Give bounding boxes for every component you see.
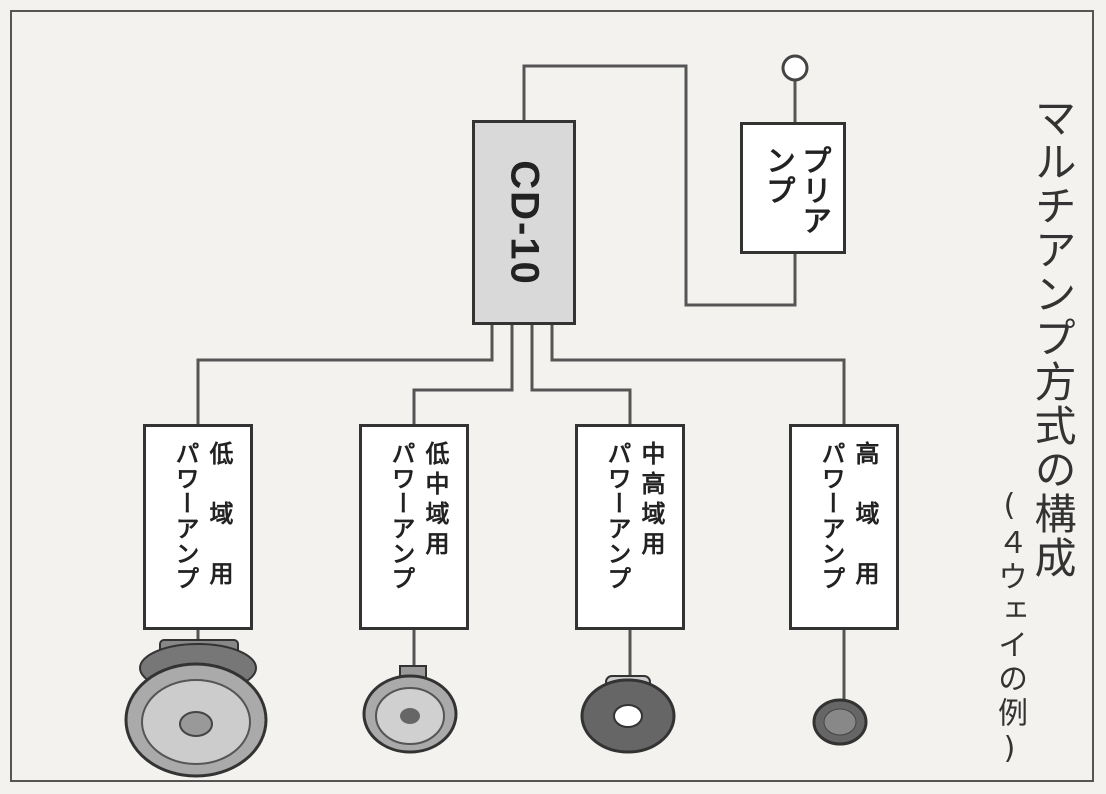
lowmid-amp-box: 低中域用 パワーアンプ	[359, 424, 469, 630]
wire-cd10-to-midhigh-amp	[532, 325, 630, 424]
low-mid-speaker-icon	[364, 666, 456, 752]
lowmid-amp-label-1: 低中域用	[420, 441, 448, 561]
cd10-unit-box: CD-10	[472, 120, 576, 325]
high-amp-box: 高 域 用 パワーアンプ	[789, 424, 899, 630]
midhigh-amp-label-1: 中高域用	[636, 441, 664, 561]
mid-high-speaker-icon	[582, 676, 674, 752]
low-amp-box: 低 域 用 パワーアンプ	[143, 424, 253, 630]
wire-cd10-to-high-amp	[552, 325, 844, 424]
midhigh-amp-label-2: パワーアンプ	[602, 441, 630, 591]
preamp-box: プリアンプ	[740, 122, 846, 254]
tweeter-speaker-icon	[814, 700, 866, 744]
low-amp-label-2: パワーアンプ	[170, 441, 198, 591]
high-amp-label-2: パワーアンプ	[816, 441, 844, 591]
midhigh-amp-box: 中高域用 パワーアンプ	[575, 424, 685, 630]
wire-cd10-to-lowmid-amp	[414, 325, 512, 424]
woofer-speaker-icon	[126, 640, 266, 776]
low-amp-label-1: 低 域 用	[204, 441, 232, 591]
lowmid-amp-label-2: パワーアンプ	[386, 441, 414, 591]
wire-cd10-to-low-amp	[198, 325, 492, 424]
cd10-label: CD-10	[502, 160, 547, 286]
input-jack-icon	[783, 56, 807, 80]
diagram-title: マルチアンプ方式の構成	[1028, 96, 1076, 580]
preamp-label: プリアンプ	[759, 145, 831, 241]
high-amp-label-1: 高 域 用	[850, 441, 878, 591]
diagram-subtitle: (４ウェイの例)	[992, 488, 1027, 770]
